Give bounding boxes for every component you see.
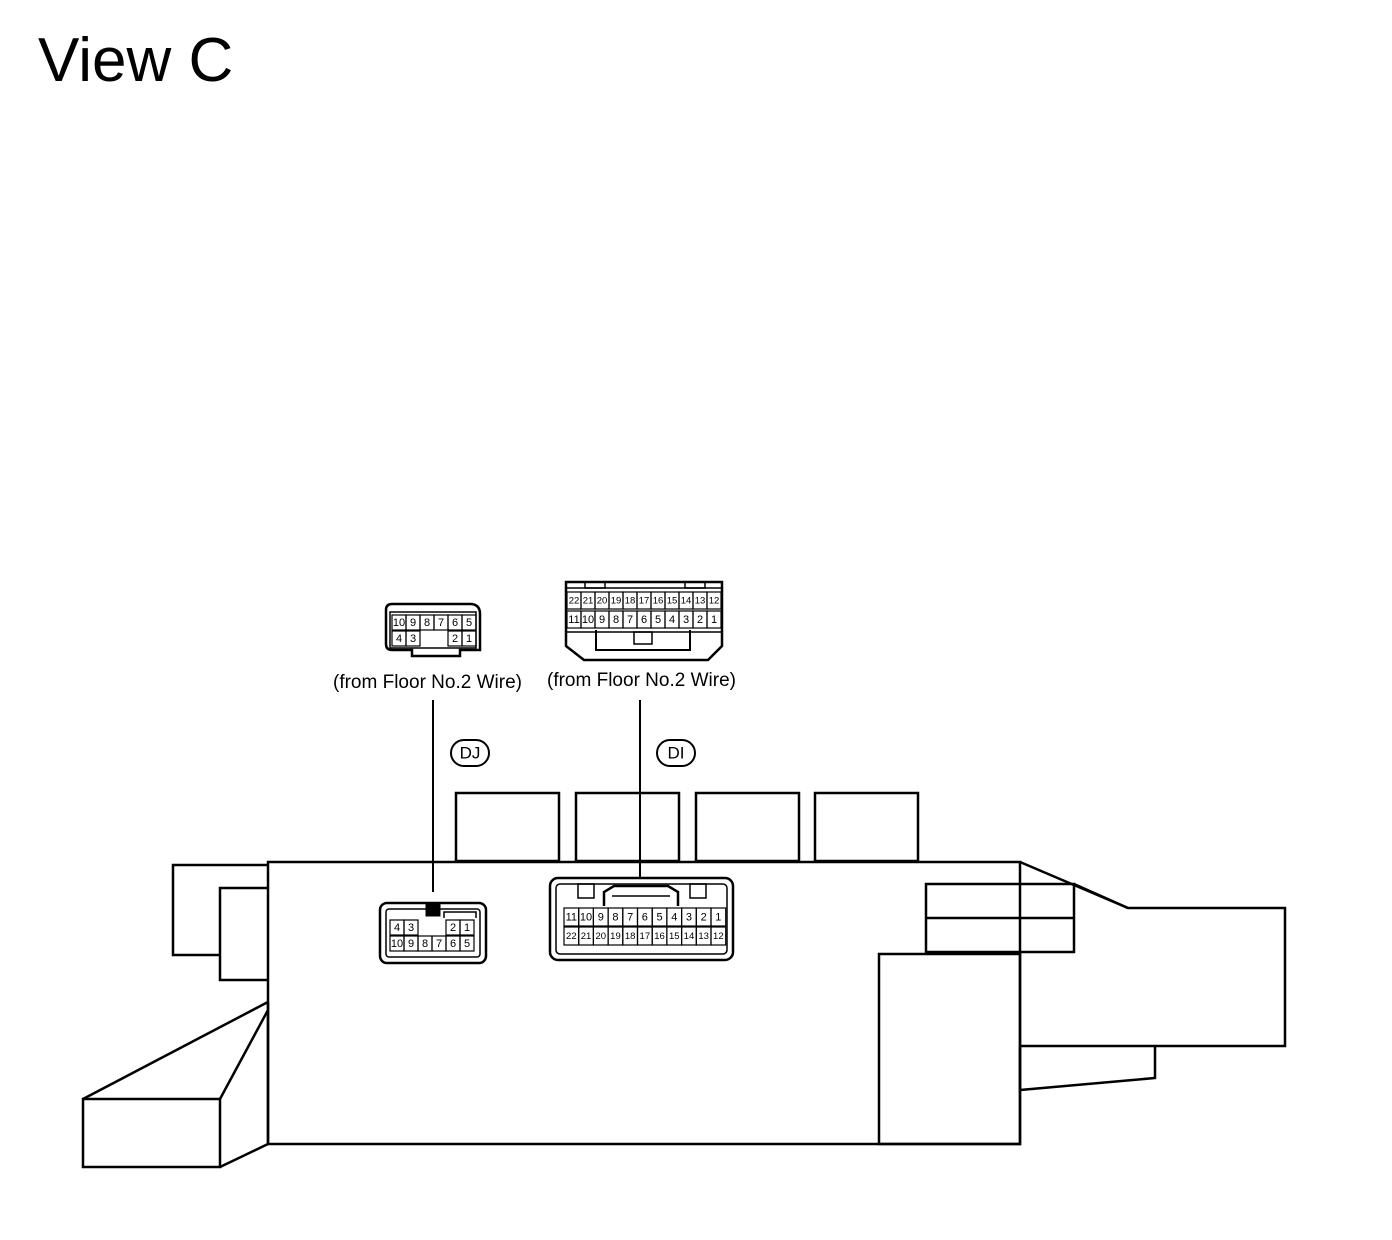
pin-cell: [710, 907, 727, 927]
pin-number: 6: [452, 617, 458, 629]
pin-number: 22: [566, 931, 577, 942]
relay-housing-1: [454, 791, 561, 863]
pin-number: 4: [671, 912, 677, 924]
relay-housing-3: [694, 791, 801, 863]
pin-number: 21: [583, 596, 594, 607]
pin-number: 2: [701, 912, 707, 924]
pin-number: 1: [711, 614, 717, 626]
pin-number: 6: [642, 912, 648, 924]
di-tag-border: [656, 739, 696, 767]
pin-number: 11: [566, 912, 577, 924]
pin-number: 4: [396, 633, 402, 645]
pin-number: 13: [695, 596, 706, 607]
pin-number: 2: [450, 922, 456, 934]
connector-dj-block: [378, 901, 488, 965]
page-title: View C: [38, 26, 234, 95]
pin-number: 3: [683, 614, 689, 626]
dj-tag-border: [450, 739, 490, 767]
pin-number: 3: [408, 922, 414, 934]
pin-number: 7: [438, 617, 444, 629]
pin-number: 17: [640, 931, 651, 942]
pin-number: 7: [627, 614, 633, 626]
pin-number: 5: [655, 614, 661, 626]
pin-number: 17: [639, 596, 650, 607]
pin-number: 9: [598, 912, 604, 924]
pin-number: 3: [686, 912, 692, 924]
pin-cell: [459, 919, 475, 936]
pin-number: 8: [422, 938, 428, 950]
pin-number: 10: [582, 614, 594, 626]
pin-number: 9: [410, 617, 416, 629]
pin-number: 19: [610, 931, 621, 942]
pin-number: 5: [464, 938, 470, 950]
pin-number: 14: [684, 931, 695, 942]
pin-number: 19: [611, 596, 622, 607]
pin-number: 20: [597, 596, 608, 607]
dj-caption: (from Floor No.2 Wire): [333, 672, 522, 693]
pin-number: 18: [625, 931, 636, 942]
relay-housing-2: [574, 791, 681, 863]
pin-number: 18: [625, 596, 636, 607]
pin-cell: [403, 919, 419, 936]
connector-di-block: [548, 876, 735, 962]
pin-number: 21: [581, 931, 592, 942]
dj-tag: DJ: [460, 744, 481, 763]
block-body: [81, 791, 1287, 1169]
pin-cell: [706, 610, 722, 629]
pin-cell: [706, 591, 722, 610]
connector-di-front: [564, 580, 724, 662]
pin-number: 2: [452, 633, 458, 645]
pin-number: 13: [698, 931, 709, 942]
pin-number: 15: [667, 596, 678, 607]
pin-number: 4: [669, 614, 675, 626]
pin-cell: [405, 630, 421, 647]
pin-number: 2: [697, 614, 703, 626]
pin-number: 8: [612, 912, 618, 924]
pin-number: 22: [569, 596, 580, 607]
pin-number: 3: [410, 633, 416, 645]
pin-cell: [461, 630, 477, 647]
pin-number: 1: [464, 922, 470, 934]
pin-number: 12: [713, 931, 724, 942]
pin-number: 11: [568, 614, 579, 626]
pin-number: 10: [580, 912, 592, 924]
pin-number: 16: [653, 596, 664, 607]
pin-number: 1: [466, 633, 472, 645]
pin-number: 5: [466, 617, 472, 629]
pin-number: 20: [595, 931, 606, 942]
pin-number: 8: [424, 617, 430, 629]
pin-number: 14: [681, 596, 692, 607]
pin-number: 5: [656, 912, 662, 924]
pin-number: 6: [450, 938, 456, 950]
pin-number: 8: [613, 614, 619, 626]
connector-dj-front: [384, 602, 482, 658]
pin-number: 7: [436, 938, 442, 950]
pin-number: 15: [669, 931, 680, 942]
pin-number: 12: [709, 596, 720, 607]
pin-number: 1: [715, 912, 721, 924]
pin-cell: [461, 614, 477, 631]
pin-number: 10: [391, 938, 403, 950]
pin-number: 4: [394, 922, 400, 934]
pin-number: 16: [654, 931, 665, 942]
pin-cell: [710, 926, 727, 946]
pin-cell: [459, 935, 475, 952]
pin-number: 7: [627, 912, 633, 924]
di-tag: DI: [668, 744, 685, 763]
pin-number: 9: [408, 938, 414, 950]
pin-number: 10: [393, 617, 405, 629]
right-block-lower: [877, 952, 1022, 1146]
left-tab: [81, 1097, 222, 1169]
relay-housing-4: [813, 791, 920, 863]
pin-number: 6: [641, 614, 647, 626]
di-caption: (from Floor No.2 Wire): [547, 670, 736, 691]
pin-number: 9: [599, 614, 605, 626]
